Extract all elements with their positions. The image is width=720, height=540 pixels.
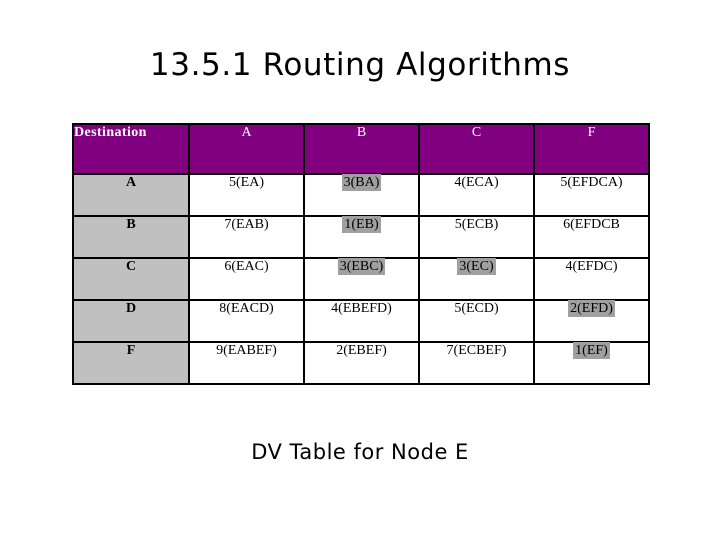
distance-value: 4(ECA) bbox=[454, 175, 499, 190]
cell-distance: 3(BA) bbox=[303, 173, 420, 217]
cell-destination: D bbox=[72, 299, 190, 343]
page-title: 13.5.1 Routing Algorithms bbox=[149, 47, 571, 83]
distance-value: 6(EAC) bbox=[224, 259, 269, 274]
column-header-b: B bbox=[303, 123, 420, 175]
cell-distance: 1(EF) bbox=[533, 341, 650, 385]
distance-value: 8(EACD) bbox=[219, 301, 274, 316]
distance-value-highlighted: 3(BA) bbox=[341, 174, 382, 191]
cell-distance: 5(EA) bbox=[188, 173, 305, 217]
distance-value: 5(EA) bbox=[229, 175, 264, 190]
column-header-a: A bbox=[188, 123, 305, 175]
distance-value-highlighted: 3(EBC) bbox=[337, 258, 386, 275]
cell-distance: 2(EFD) bbox=[533, 299, 650, 343]
cell-distance: 5(EFDCA) bbox=[533, 173, 650, 217]
column-header-c: C bbox=[418, 123, 535, 175]
distance-value: 9(EABEF) bbox=[216, 343, 277, 358]
distance-value: 4(EBEFD) bbox=[331, 301, 392, 316]
cell-destination: A bbox=[72, 173, 190, 217]
cell-distance: 8(EACD) bbox=[188, 299, 305, 343]
table-row: F 9(EABEF) 2(EBEF) 7(ECBEF) 1(EF) bbox=[72, 341, 650, 385]
cell-distance: 5(ECD) bbox=[418, 299, 535, 343]
column-header-f: F bbox=[533, 123, 650, 175]
cell-distance: 3(EC) bbox=[418, 257, 535, 301]
cell-distance: 2(EBEF) bbox=[303, 341, 420, 385]
cell-distance: 7(ECBEF) bbox=[418, 341, 535, 385]
cell-distance: 6(EAC) bbox=[188, 257, 305, 301]
table-header-row: Destination A B C F bbox=[72, 123, 650, 175]
cell-distance: 4(EFDC) bbox=[533, 257, 650, 301]
cell-distance: 6(EFDCB bbox=[533, 215, 650, 259]
table-row: A 5(EA) 3(BA) 4(ECA) 5(EFDCA) bbox=[72, 173, 650, 217]
cell-distance: 3(EBC) bbox=[303, 257, 420, 301]
cell-destination: C bbox=[72, 257, 190, 301]
distance-value-highlighted: 1(EF) bbox=[573, 342, 610, 359]
cell-distance: 1(EB) bbox=[303, 215, 420, 259]
table-row: C 6(EAC) 3(EBC) 3(EC) 4(EFDC) bbox=[72, 257, 650, 301]
table-body: A 5(EA) 3(BA) 4(ECA) 5(EFDCA) B 7(EAB) 1(EB) 5(E… bbox=[72, 173, 650, 385]
distance-value: 4(EFDC) bbox=[565, 259, 618, 274]
distance-value-highlighted: 2(EFD) bbox=[568, 300, 615, 317]
table-caption: DV Table for Node E bbox=[251, 440, 469, 464]
distance-value-highlighted: 3(EC) bbox=[457, 258, 496, 275]
distance-value: 5(ECD) bbox=[454, 301, 499, 316]
cell-distance: 4(ECA) bbox=[418, 173, 535, 217]
cell-destination: F bbox=[72, 341, 190, 385]
cell-distance: 7(EAB) bbox=[188, 215, 305, 259]
distance-value-highlighted: 1(EB) bbox=[342, 216, 381, 233]
distance-value: 5(EFDCA) bbox=[560, 175, 623, 190]
table-header: Destination A B C F bbox=[72, 123, 650, 175]
cell-distance: 5(ECB) bbox=[418, 215, 535, 259]
table-row: D 8(EACD) 4(EBEFD) 5(ECD) 2(EFD) bbox=[72, 299, 650, 343]
distance-value: 7(EAB) bbox=[224, 217, 269, 232]
table-row: B 7(EAB) 1(EB) 5(ECB) 6(EFDCB bbox=[72, 215, 650, 259]
cell-destination: B bbox=[72, 215, 190, 259]
distance-value: 2(EBEF) bbox=[336, 343, 387, 358]
cell-distance: 9(EABEF) bbox=[188, 341, 305, 385]
distance-value: 6(EFDCB bbox=[563, 217, 620, 232]
cell-distance: 4(EBEFD) bbox=[303, 299, 420, 343]
column-header-destination: Destination bbox=[72, 123, 190, 175]
distance-value: 7(ECBEF) bbox=[446, 343, 507, 358]
distance-value: 5(ECB) bbox=[454, 217, 499, 232]
